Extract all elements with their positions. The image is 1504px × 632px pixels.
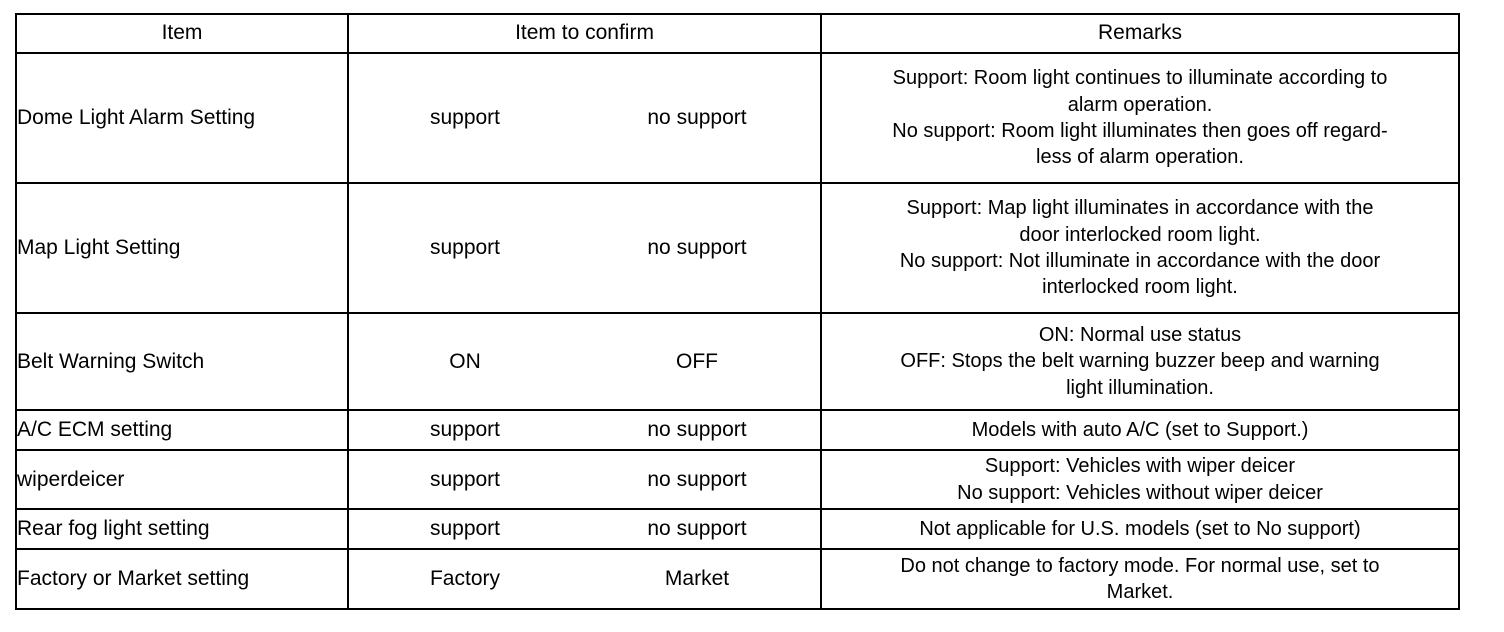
table-row: Belt Warning Switch ON OFF ON: Normal us… <box>15 312 1460 411</box>
confirm-options: Factory Market <box>349 567 820 591</box>
confirm-option-b[interactable]: OFF <box>676 349 718 373</box>
remarks-line: Support: Vehicles with wiper deicer <box>984 455 1296 478</box>
remarks-line: OFF: Stops the belt warning buzzer beep … <box>900 350 1380 373</box>
cell-remarks: ON: Normal use status OFF: Stops the bel… <box>820 312 1460 411</box>
confirm-option-a[interactable]: support <box>429 467 501 491</box>
remarks-line: light illumination. <box>1066 376 1214 399</box>
cell-remarks: Not applicable for U.S. models (set to N… <box>820 508 1460 550</box>
confirm-options: ON OFF <box>349 350 820 374</box>
confirm-option-b[interactable]: no support <box>647 106 747 129</box>
table-header-row: Item Item to confirm Remarks <box>15 13 1460 54</box>
confirm-option-a[interactable]: support <box>429 517 501 540</box>
cell-remarks: Do not change to factory mode. For norma… <box>820 548 1460 610</box>
confirm-option-b[interactable]: no support <box>647 467 747 491</box>
column-header-remarks: Remarks <box>820 13 1460 54</box>
confirm-option-a[interactable]: ON <box>449 349 481 373</box>
cell-item-name: Dome Light Alarm Setting <box>15 52 349 184</box>
confirm-option-b[interactable]: no support <box>647 418 747 441</box>
confirm-options: support no support <box>349 468 820 492</box>
cell-remarks: Support: Vehicles with wiper deicer No s… <box>820 449 1460 510</box>
cell-remarks: Models with auto A/C (set to Support.) <box>820 409 1460 451</box>
table-row: Map Light Setting support no support Sup… <box>15 182 1460 314</box>
confirm-option-b[interactable]: Market <box>664 567 730 590</box>
remarks-line: Models with auto A/C (set to Support.) <box>971 418 1309 441</box>
column-header-item: Item <box>15 13 349 54</box>
remarks-line: Not applicable for U.S. models (set to N… <box>919 517 1361 540</box>
remarks-line: No support: Room light illuminates then … <box>892 120 1388 142</box>
cell-item-name: Factory or Market setting <box>15 548 349 610</box>
confirm-option-a[interactable]: support <box>429 106 501 129</box>
cell-item-name: wiperdeicer <box>15 449 349 510</box>
remarks-line: Do not change to factory mode. For norma… <box>900 554 1380 577</box>
remarks-line: alarm operation. <box>1067 93 1213 116</box>
confirm-options: support no support <box>349 236 820 260</box>
confirm-option-a[interactable]: support <box>429 418 501 441</box>
remarks-line: less of alarm operation. <box>1036 146 1244 169</box>
column-header-item-to-confirm: Item to confirm <box>347 13 822 54</box>
remarks-line: No support: Vehicles without wiper deice… <box>957 481 1323 504</box>
remarks-line: door interlocked room light. <box>1019 223 1261 246</box>
cell-item-to-confirm: support no support <box>347 409 822 451</box>
table-row: Dome Light Alarm Setting support no supp… <box>15 52 1460 184</box>
cell-item-name: Map Light Setting <box>15 182 349 314</box>
cell-item-to-confirm: support no support <box>347 449 822 510</box>
confirm-option-b[interactable]: no support <box>647 236 747 259</box>
vehicle-configuration-table: Item Item to confirm Remarks Dome Light … <box>15 13 1460 610</box>
confirm-options: support no support <box>349 106 820 130</box>
cell-item-to-confirm: support no support <box>347 52 822 184</box>
remarks-line: No support: Not illuminate in accordance… <box>899 250 1381 272</box>
remarks-line: Support: Map light illuminates in accord… <box>906 197 1374 220</box>
confirm-option-a[interactable]: support <box>429 236 501 259</box>
table-row: wiperdeicer support no support Support: … <box>15 449 1460 510</box>
cell-remarks: Support: Map light illuminates in accord… <box>820 182 1460 314</box>
cell-item-to-confirm: ON OFF <box>347 312 822 411</box>
cell-item-to-confirm: support no support <box>347 182 822 314</box>
confirm-option-a[interactable]: Factory <box>429 567 500 590</box>
table-body: Dome Light Alarm Setting support no supp… <box>15 52 1460 610</box>
table-row: A/C ECM setting support no support Model… <box>15 409 1460 451</box>
table-header: Item Item to confirm Remarks <box>15 13 1460 54</box>
cell-item-name: Rear fog light setting <box>15 508 349 550</box>
cell-item-name: A/C ECM setting <box>15 409 349 451</box>
remarks-line: interlocked room light. <box>1042 276 1238 299</box>
remarks-line: ON: Normal use status <box>1038 323 1242 346</box>
remarks-line: Support: Room light continues to illumin… <box>892 67 1388 90</box>
cell-item-name: Belt Warning Switch <box>15 312 349 411</box>
confirm-options: support no support <box>349 517 820 541</box>
confirm-option-b[interactable]: no support <box>647 517 747 540</box>
remarks-line: Market. <box>1106 581 1174 603</box>
cell-item-to-confirm: support no support <box>347 508 822 550</box>
table-row: Factory or Market setting Factory Market… <box>15 548 1460 610</box>
cell-remarks: Support: Room light continues to illumin… <box>820 52 1460 184</box>
confirm-options: support no support <box>349 418 820 442</box>
table-row: Rear fog light setting support no suppor… <box>15 508 1460 550</box>
cell-item-to-confirm: Factory Market <box>347 548 822 610</box>
